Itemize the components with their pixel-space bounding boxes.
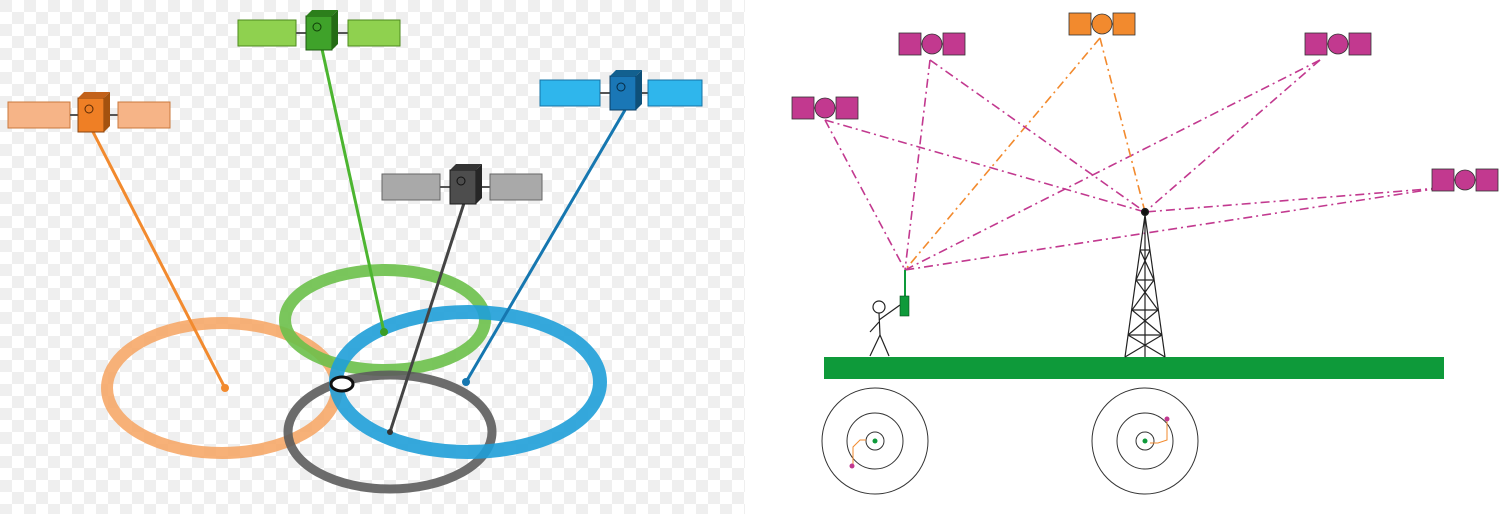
intersection-marker: [329, 375, 355, 393]
satellite-symbol: [1304, 32, 1372, 56]
right-panel-reference-station: [791, 12, 1499, 495]
signal-line: [824, 119, 906, 271]
satellite-icon: [381, 164, 543, 205]
position-plot-right: [1091, 387, 1199, 495]
signal-line: [904, 37, 1101, 271]
blue-range-line: [464, 109, 627, 383]
tower-icon: [1124, 207, 1166, 358]
receiver-icon: [899, 270, 910, 317]
signal-line: [929, 59, 1146, 213]
signal-line: [904, 59, 931, 271]
signal-line: [1099, 37, 1146, 213]
position-plot-left: [821, 387, 929, 495]
satellite-icon: [7, 92, 171, 133]
person-icon: [869, 300, 901, 357]
satellite-icon: [539, 70, 703, 111]
signal-line: [904, 187, 1441, 271]
range-lines: [90, 39, 627, 435]
gray-range-line: [388, 199, 467, 433]
ground-bar: [824, 357, 1444, 379]
satellite-symbol: [898, 32, 966, 56]
signal-line: [1144, 187, 1441, 213]
satellite-symbol: [1431, 168, 1499, 192]
satellite-symbol: [791, 96, 859, 120]
orange-range-line: [90, 129, 227, 389]
left-panel-gnss: [0, 0, 745, 514]
green-range-ring: [279, 264, 491, 376]
signal-line: [824, 119, 1146, 213]
signal-line: [1144, 59, 1321, 213]
satellite-icon: [237, 10, 401, 51]
signal-lines: [824, 37, 1441, 271]
green-range-line: [318, 39, 386, 333]
signal-line: [904, 59, 1321, 271]
gray-range-ring: [283, 370, 497, 494]
range-rings: [101, 264, 607, 494]
satellite-symbol: [1068, 12, 1136, 36]
